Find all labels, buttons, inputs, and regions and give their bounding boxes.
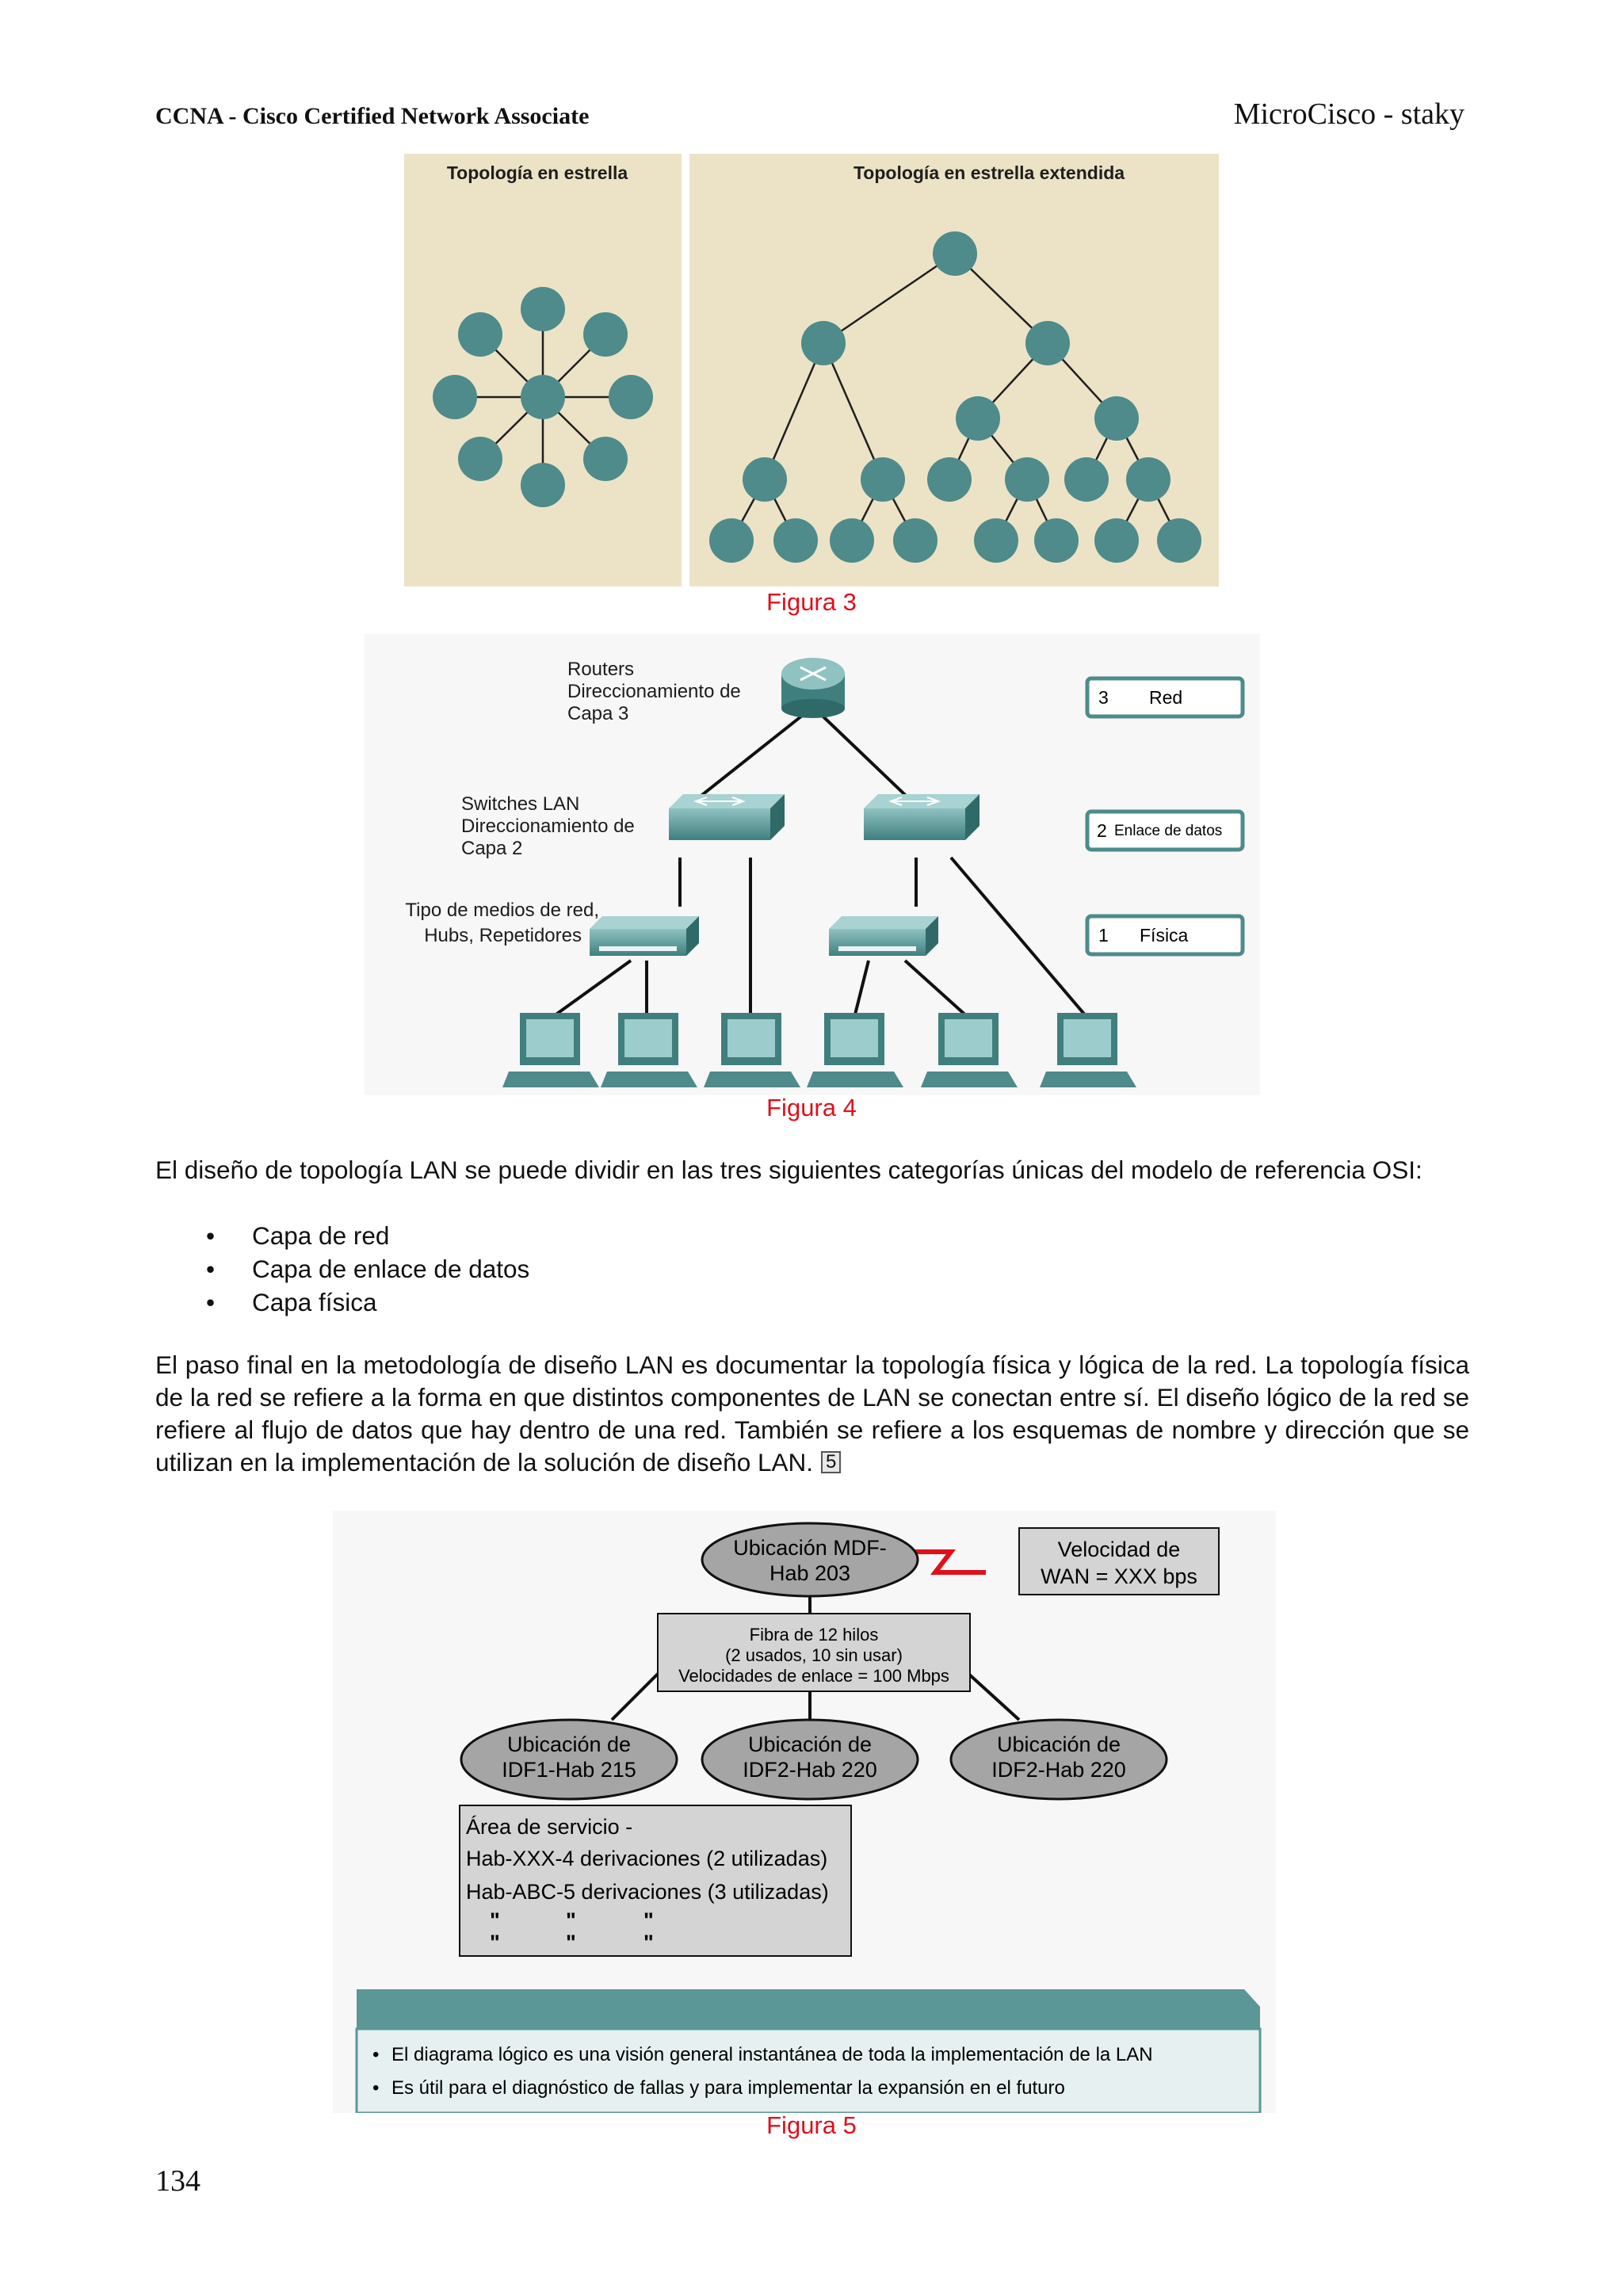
routers-label-1: Routers <box>567 659 634 680</box>
switches-label-2: Direccionamiento de <box>461 816 635 837</box>
idf-3-label-1: Ubicación de <box>997 1733 1121 1756</box>
list-item: Capa de enlace de datos <box>200 1252 529 1286</box>
switches-label-1: Switches LAN <box>461 793 579 815</box>
idf-location-node <box>460 1718 678 1801</box>
computer-icon <box>921 1013 1018 1087</box>
ditto-mark: " <box>643 1908 654 1932</box>
figure-4-hierarchy: Routers Direccionamiento de Capa 3 Switc… <box>365 634 1260 1095</box>
idf-2-label-2: IDF2-Hab 220 <box>743 1758 877 1782</box>
ditto-mark: " <box>643 1931 654 1954</box>
fiber-info-box <box>657 1613 971 1692</box>
header-author: MicroCisco - staky <box>1233 97 1465 131</box>
layer-3-name: Red <box>1149 687 1182 708</box>
switches-label-3: Capa 2 <box>461 838 522 859</box>
ditto-mark: " <box>490 1931 500 1954</box>
wan-link-icon <box>900 1549 986 1575</box>
computer-icon <box>807 1013 903 1087</box>
list-item: Capa de red <box>200 1219 529 1252</box>
paragraph-documentation-text: El paso final en la metodología de diseñ… <box>155 1350 1469 1477</box>
extended-star-nodes <box>709 231 1201 563</box>
layer-3-number: 3 <box>1098 687 1109 708</box>
idf-1-label-2: IDF1-Hab 215 <box>502 1758 636 1782</box>
star-nodes <box>433 287 653 507</box>
service-label-2: Hab-XXX-4 derivaciones (2 utilizadas) <box>466 1847 827 1870</box>
layer-box-network: 3 Red <box>1085 676 1245 719</box>
layer-1-number: 1 <box>1098 925 1109 946</box>
figure-3-topologies: Topología en estrella Topología en estre… <box>404 154 1219 586</box>
layer-2-name: Enlace de datos <box>1114 823 1222 839</box>
extended-star-panel <box>689 154 1219 586</box>
figure-5-logical-diagram: Ubicación MDF- Hab 203 Velocidad de WAN … <box>333 1511 1276 2113</box>
routers-label-3: Capa 3 <box>567 703 628 724</box>
idf-3-label-2: IDF2-Hab 220 <box>991 1758 1126 1782</box>
notes-panel: • El diagrama lógico es una visión gener… <box>355 1989 1262 2113</box>
page-number: 134 <box>155 2164 200 2198</box>
computer-icon <box>502 1013 599 1087</box>
figure-5-links <box>610 1590 1021 1721</box>
media-label-1: Tipo de medios de red, <box>405 900 599 921</box>
ditto-mark: " <box>566 1931 576 1954</box>
note-line-2: Es útil para el diagnóstico de fallas y … <box>391 2077 1065 2099</box>
hub-icon <box>590 916 699 956</box>
mdf-location-node <box>701 1522 919 1598</box>
figure-5-caption: Figura 5 <box>766 2111 857 2139</box>
idf-1-label-1: Ubicación de <box>507 1733 631 1756</box>
service-label-3: Hab-ABC-5 derivaciones (3 utilizadas) <box>466 1880 829 1904</box>
fiber-label-2: (2 usados, 10 sin usar) <box>725 1645 903 1665</box>
layer-1-name: Física <box>1140 925 1189 946</box>
idf-location-node <box>701 1718 919 1801</box>
list-item: Capa física <box>200 1286 529 1319</box>
paragraph-documentation: El paso final en la metodología de diseñ… <box>155 1349 1469 1479</box>
idf-2-label-1: Ubicación de <box>748 1733 872 1756</box>
wan-speed-box <box>1018 1527 1220 1595</box>
note-line-1: El diagrama lógico es una visión general… <box>391 2044 1153 2065</box>
mdf-label-2: Hab 203 <box>769 1561 850 1585</box>
figure-3-caption: Figura 3 <box>766 588 857 616</box>
service-area-box <box>459 1805 852 1957</box>
computer-icon <box>1040 1013 1136 1087</box>
wan-label-2: WAN = XXX bps <box>1041 1564 1197 1588</box>
ditto-mark: " <box>490 1908 500 1932</box>
notes-bullet: • <box>372 2077 379 2099</box>
fiber-label-3: Velocidades de enlace = 100 Mbps <box>678 1666 949 1686</box>
layer-2-number: 2 <box>1097 820 1107 841</box>
switch-icon <box>864 794 980 840</box>
figure-4-links <box>550 705 1089 1019</box>
mdf-label-1: Ubicación MDF- <box>733 1536 887 1560</box>
layer-box-physical: 1 Física <box>1085 914 1245 957</box>
ditto-mark: " <box>566 1908 576 1932</box>
figure-4-caption: Figura 4 <box>766 1094 857 1121</box>
reference-link[interactable]: 5 <box>821 1451 842 1473</box>
osi-layer-list: Capa de red Capa de enlace de datos Capa… <box>200 1219 529 1319</box>
hub-icon <box>829 916 938 956</box>
computer-icon <box>601 1013 697 1087</box>
wan-label-1: Velocidad de <box>1058 1538 1181 1561</box>
service-label-1: Área de servicio - <box>466 1815 632 1839</box>
paragraph-topology-design: El diseño de topología LAN se puede divi… <box>155 1156 1423 1184</box>
layer-box-data-link: 2 Enlace de datos <box>1085 809 1245 852</box>
star-title: Topología en estrella <box>447 162 628 183</box>
fiber-label-1: Fibra de 12 hilos <box>750 1625 879 1645</box>
idf-location-node <box>949 1718 1168 1801</box>
header-title: CCNA - Cisco Certified Network Associate <box>155 103 590 129</box>
routers-label-2: Direccionamiento de <box>567 681 741 702</box>
switch-icon <box>669 794 785 840</box>
router-icon <box>781 658 845 718</box>
media-label-2: Hubs, Repetidores <box>424 925 582 946</box>
extended-star-title: Topología en estrella extendida <box>854 162 1125 183</box>
computer-icon <box>704 1013 800 1087</box>
notes-bullet: • <box>372 2044 379 2065</box>
